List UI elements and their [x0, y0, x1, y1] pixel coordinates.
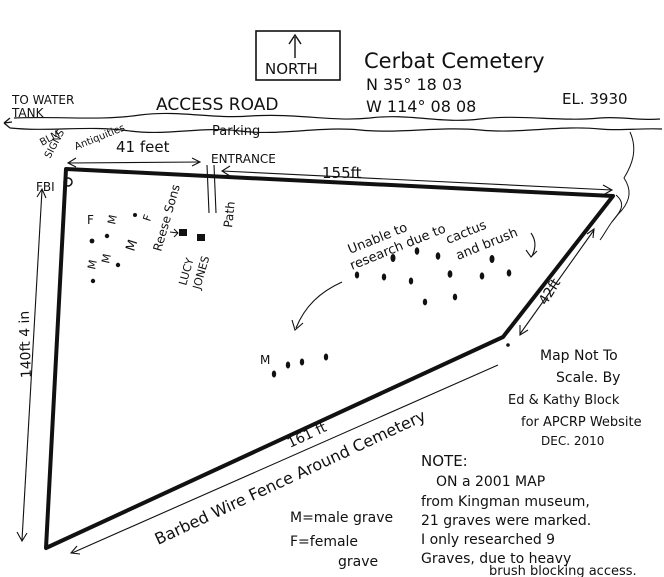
dimension-155-arrow-right	[602, 184, 614, 196]
path-line-1	[206, 164, 210, 214]
distance-161-ft: 161 ft	[285, 419, 330, 451]
grave-oval-2	[414, 247, 420, 255]
dimension-42-line	[519, 229, 595, 335]
grave-oval-9	[479, 272, 485, 280]
to-water-label-1: TO WATER	[11, 93, 74, 107]
dimension-41-arrow-left	[66, 157, 77, 168]
coordinate-north: N 35° 18 03	[366, 75, 462, 94]
fence-label: Barbed Wire Fence Around Cemetery	[152, 406, 429, 549]
unable-arrow-left	[295, 281, 343, 329]
grave-oval-1	[390, 254, 396, 262]
grave-oval-16	[323, 353, 329, 361]
legend-male: M=male grave	[290, 510, 393, 526]
grave-oval-4	[489, 255, 495, 263]
dimension-161-arrow-left	[69, 545, 81, 555]
legend-female-2: grave	[338, 554, 378, 570]
reese-sons-label: Reese Sons	[150, 183, 182, 253]
grave-mark-m-3: M	[105, 214, 120, 226]
grave-mark-f-2: F	[140, 213, 154, 223]
grave-oval-15	[299, 358, 305, 366]
note-line-7: brush blocking access.	[489, 564, 637, 577]
dimension-41-line	[67, 161, 201, 164]
credit-line-2: Scale. By	[556, 370, 620, 386]
grave-mark-m-1: M	[85, 259, 100, 271]
distance-41-feet: 41 feet	[116, 138, 170, 156]
road-edge-top	[13, 112, 661, 121]
lucy-jones-headstone-2	[197, 234, 205, 241]
distance-140-ft-4-in: 140ft 4 in	[17, 310, 35, 378]
north-label: NORTH	[265, 60, 318, 78]
north-box	[255, 30, 341, 81]
corner-dot	[506, 343, 510, 347]
grave-oval-6	[381, 273, 387, 281]
road-edge-bottom	[9, 127, 663, 134]
credit-line-3: Ed & Kathy Block	[508, 393, 620, 408]
grave-dot-4	[104, 233, 110, 239]
dimension-42-arrow-bottom	[519, 325, 529, 336]
note-line-1: NOTE:	[421, 452, 468, 470]
to-water-label-2: TANK	[11, 106, 45, 120]
cemetery-fence-boundary	[44, 167, 615, 550]
grave-oval-3	[435, 252, 441, 260]
note-line-2: ON a 2001 MAP	[436, 474, 545, 490]
lucy-jones-headstone-1	[179, 229, 187, 236]
access-road-label: ACCESS ROAD	[156, 95, 278, 115]
dimension-155-line	[221, 170, 613, 191]
legend-female-1: F=female	[290, 534, 358, 550]
dimension-140-line	[21, 189, 43, 541]
note-line-6: Graves, due to heavy	[421, 551, 571, 567]
right-wash-line-2	[611, 194, 623, 223]
grave-oval-12	[452, 293, 458, 301]
credit-line-4: for APCRP Website	[521, 415, 642, 430]
grave-mark-f-1: F	[87, 213, 94, 227]
grave-dot-5	[133, 213, 137, 217]
dimension-155-arrow-left	[220, 165, 231, 177]
grave-oval-8	[447, 270, 453, 278]
credit-line-1: Map Not To	[540, 348, 618, 364]
north-arrow-head	[288, 33, 302, 45]
grave-dot-1	[89, 238, 95, 244]
grave-oval-5	[354, 271, 360, 279]
dimension-42-arrow-top	[586, 227, 595, 239]
coordinate-west: W 114° 08 08	[366, 97, 476, 116]
parking-label: Parking	[212, 124, 260, 139]
grave-arrow-lucy	[169, 228, 179, 238]
to-water-arrow	[3, 117, 13, 129]
note-line-5: I only researched 9	[421, 532, 555, 548]
credit-line-5: DEC. 2010	[541, 434, 604, 448]
distance-42-ft: 42ft	[536, 275, 565, 308]
grave-oval-10	[506, 269, 512, 277]
path-line-2	[213, 164, 217, 214]
grave-oval-14	[285, 361, 291, 369]
unable-arrow-right-head	[525, 249, 538, 258]
entrance-label: ENTRANCE	[211, 152, 276, 166]
unable-arrow-left-head	[291, 319, 304, 331]
title: Cerbat Cemetery	[364, 49, 545, 73]
grave-dot-2	[90, 278, 96, 284]
right-wash-line	[599, 131, 635, 241]
fbi-label: FBI	[36, 180, 55, 194]
note-line-3: from Kingman museum,	[421, 494, 590, 510]
grave-oval-13	[271, 370, 277, 378]
dimension-140-arrow-top	[36, 187, 47, 199]
grave-mark-m-4: M	[124, 238, 142, 253]
grave-mark-m-2: M	[99, 253, 114, 265]
path-label: Path	[221, 201, 238, 229]
grave-dot-3	[115, 262, 121, 268]
dimension-161-line	[71, 364, 499, 554]
note-line-4: 21 graves were marked.	[421, 513, 591, 529]
grave-oval-11	[422, 298, 428, 306]
unable-arrow-right	[530, 232, 536, 257]
distance-155-ft: 155ft	[322, 164, 362, 182]
dimension-140-arrow-bottom	[16, 531, 28, 543]
elevation: EL. 3930	[562, 90, 628, 108]
dimension-41-arrow-right	[191, 157, 202, 167]
grave-mark-m-5: M	[260, 353, 270, 367]
grave-oval-7	[408, 277, 414, 285]
